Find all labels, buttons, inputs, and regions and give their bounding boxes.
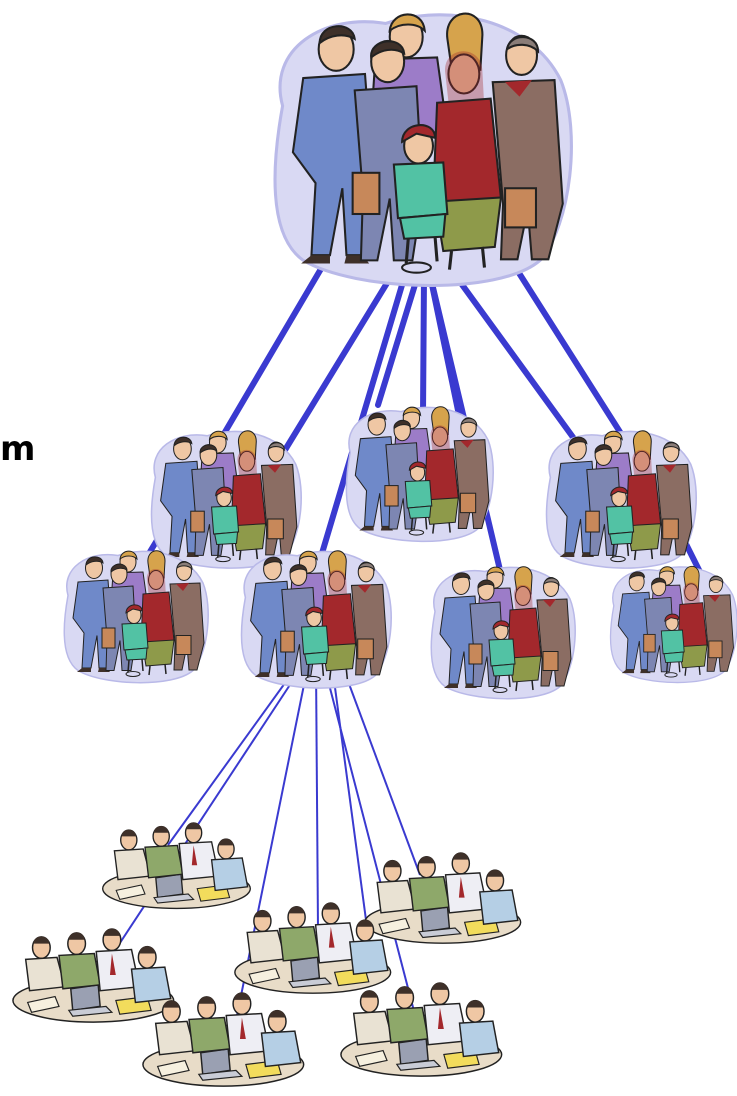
subgroup-1-icon [63,549,209,684]
connector-sub-to-team-1 [167,664,299,846]
connector-root-to-center-b [375,272,421,408]
subgroup-2-icon [240,550,392,689]
connector-sub-to-team-6 [331,664,369,936]
connector-root-to-center-c [420,272,427,418]
connector-root-to-center-a [317,272,408,563]
subgroup-3-icon [430,565,576,700]
group-left-icon [150,430,302,569]
team-unit-5-icon [340,981,503,1077]
connector-root-to-left [222,259,328,435]
team-unit-1-icon [102,821,251,910]
connector-sub-to-team-2 [111,664,304,956]
group-right-icon [545,430,697,569]
subgroup-4-icon [609,565,737,684]
team-unit-2-icon [364,851,522,944]
connector-sub-to-team-3 [229,664,309,1051]
connector-root-to-right-b [509,259,623,435]
connector-root-to-left-2 [282,267,398,453]
team-unit-4-icon [12,927,175,1023]
team-unit-6-icon [142,991,305,1087]
connector-sub-to-team-7 [341,664,421,876]
root-group-icon [273,12,573,288]
connector-sub-to-team-4 [315,664,319,931]
group-center-icon [345,405,494,543]
truncated-edge-text: m [0,429,36,469]
connector-root-to-right-a [452,272,578,443]
